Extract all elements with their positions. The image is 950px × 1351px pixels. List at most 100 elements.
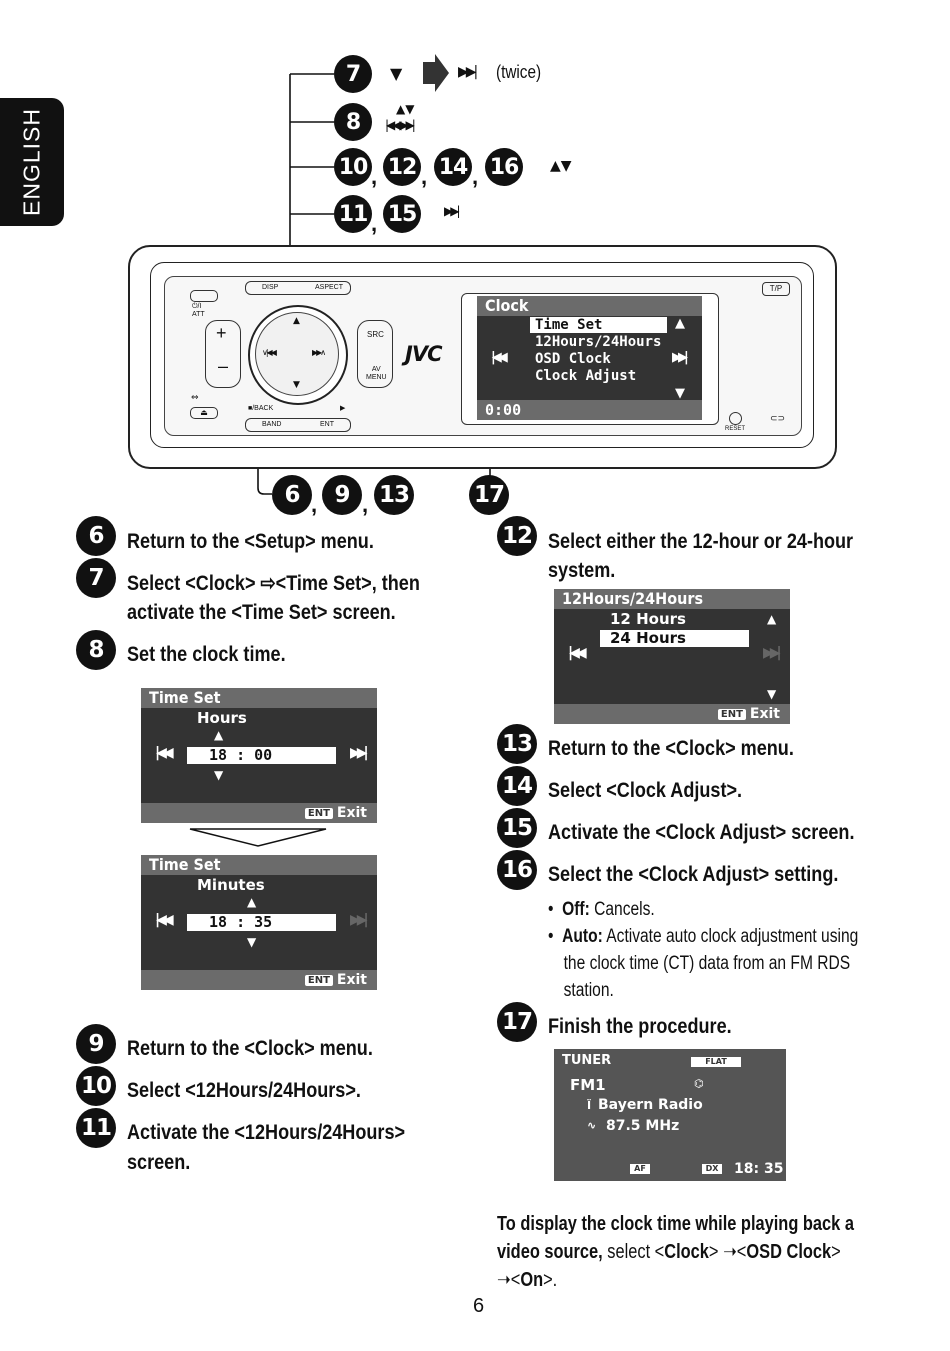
step-text: Select the <Clock Adjust> setting. — [548, 863, 839, 886]
language-tab: ENGLISH — [0, 98, 64, 226]
unit-display-header: Clock — [477, 296, 702, 316]
dial-up-icon[interactable]: ▲ — [293, 316, 300, 326]
step-badge: 14 — [497, 766, 537, 806]
source-label: TUNER — [562, 1053, 612, 1068]
dial-left-icon[interactable]: ∨|◀◀ — [262, 348, 277, 357]
down-arrow-icon: ▼ — [247, 935, 257, 949]
step-16-badge: 16 — [485, 148, 523, 186]
lcd-header: 12Hours/24Hours — [554, 589, 790, 609]
tp-button[interactable]: T/P — [762, 282, 790, 296]
note-text: select < — [602, 1241, 665, 1263]
step-text: Select <Clock> ⇨<Time Set>, then — [127, 572, 420, 595]
step-text: screen. — [127, 1151, 191, 1174]
note-text: To display the clock time while playing … — [497, 1213, 854, 1235]
step-badge: 7 — [76, 558, 116, 598]
af-badge: AF — [630, 1164, 650, 1174]
unit-menu-item[interactable]: Clock Adjust — [535, 368, 637, 384]
unit-menu-item-selected[interactable]: Time Set — [530, 317, 667, 333]
src-label: SRC — [367, 330, 384, 339]
unit-display: Clock Time Set 12Hours/24Hours OSD Clock… — [477, 296, 702, 420]
lcd-field-label: Hours — [197, 709, 247, 727]
up-arrow-icon: ▲ — [214, 728, 224, 742]
volume-rocker[interactable] — [205, 320, 241, 388]
power-button[interactable] — [190, 290, 218, 302]
scroll-down-icon: ▼ — [675, 386, 685, 401]
stereo-faceplate — [150, 262, 814, 448]
option-off: • Off: Cancels. — [548, 899, 655, 920]
right-arrow-icon — [423, 54, 449, 92]
skip-back-icon: |◀◀ — [155, 745, 174, 761]
ent-label: ENT — [320, 421, 334, 428]
skip-forward-icon: ▶▶| — [672, 350, 689, 365]
reset-button[interactable] — [729, 412, 742, 425]
band-ent-rocker[interactable]: BAND ENT — [245, 418, 351, 432]
step-text: system. — [548, 559, 616, 582]
up-down-arrows-icon: ▲▼ — [550, 158, 572, 174]
step-8-badge: 8 — [334, 103, 372, 141]
skip-back-icon: |◀◀ — [491, 350, 508, 365]
back-label: ■/BACK — [248, 405, 274, 412]
step-badge: 15 — [497, 808, 537, 848]
step-badge: 11 — [76, 1108, 116, 1148]
av-menu-label: AV MENU — [366, 366, 387, 381]
step-text: Select <Clock Adjust>. — [548, 779, 743, 802]
step-badge: 12 — [497, 516, 537, 556]
skip-forward-icon: ▶▶| — [763, 645, 782, 661]
up-down-arrows-icon: ▲▼ — [396, 102, 415, 116]
dial-right-icon[interactable]: ▶▶∧ — [312, 348, 326, 357]
lcd-time-value[interactable]: 18 : 35 — [187, 914, 336, 931]
step-9-badge: 9 — [322, 475, 362, 515]
unit-menu-item[interactable]: 12Hours/24Hours — [535, 334, 662, 350]
skip-forward-icon: ▶▶| — [444, 204, 460, 218]
step-badge: 9 — [76, 1024, 116, 1064]
comma: , — [362, 492, 369, 517]
lcd-option-selected[interactable]: 24 Hours — [600, 630, 749, 647]
transition-arrow-icon — [189, 828, 327, 847]
lcd-time-set-minutes: Time Set Minutes ▲ 18 : 35 ▼ |◀◀ ▶▶| ENT… — [141, 855, 377, 990]
band-label: BAND — [262, 421, 282, 428]
exit-text: Exit — [336, 972, 367, 988]
dial-down-icon[interactable]: ▼ — [293, 380, 300, 390]
step-badge: 8 — [76, 630, 116, 670]
unit-display-time: 0:00 — [485, 401, 522, 419]
unit-display-footer: 0:00 — [477, 400, 702, 420]
step-text: Select <12Hours/24Hours>. — [127, 1079, 361, 1102]
disp-aspect-rocker[interactable]: DISP ASPECT — [245, 281, 351, 295]
band-label: FM1 — [570, 1076, 606, 1094]
volume-down-icon[interactable]: – — [218, 356, 229, 376]
step-text: Activate the <12Hours/24Hours> — [127, 1121, 406, 1144]
note-text: On — [520, 1269, 544, 1291]
note-text: > ➝< — [708, 1241, 747, 1263]
scroll-up-icon: ▲ — [767, 612, 777, 626]
jvc-logo: JVC — [405, 342, 442, 366]
comma: , — [371, 164, 378, 189]
disp-label: DISP — [262, 284, 279, 291]
note-text: >. — [543, 1269, 558, 1291]
lcd-time-value[interactable]: 18 : 00 — [187, 747, 336, 764]
step-badge: 10 — [76, 1066, 116, 1106]
skip-back-icon: |◀◀ — [568, 645, 587, 661]
control-dial-inner — [255, 312, 339, 396]
note-text: > — [831, 1241, 841, 1263]
skip-back-icon: |◀◀ — [155, 912, 174, 928]
lcd-option[interactable]: 12 Hours — [610, 610, 686, 628]
volume-up-icon[interactable]: + — [216, 323, 227, 343]
step-text: Finish the procedure. — [548, 1015, 732, 1038]
option-desc: station. — [563, 980, 614, 1001]
unit-menu-item[interactable]: OSD Clock — [535, 351, 611, 367]
scroll-down-icon: ▼ — [767, 687, 777, 701]
option-label: Off: — [562, 899, 590, 920]
att-label: ⏻/I ATT — [192, 303, 205, 318]
comma: , — [421, 164, 428, 189]
ir-sensor-icon: ⊂⊃ — [770, 413, 786, 423]
stereo-icon: ⌬ — [694, 1077, 704, 1090]
src-av-rocker[interactable] — [357, 320, 393, 388]
step-10-badge: 10 — [334, 148, 372, 186]
note-text: OSD Clock — [746, 1241, 832, 1263]
step-text: Select either the 12-hour or 24-hour — [548, 530, 854, 553]
eject-button[interactable]: ⏏ — [190, 407, 218, 419]
skip-forward-icon: ▶▶| — [458, 64, 478, 80]
step-13-badge: 13 — [374, 475, 414, 515]
